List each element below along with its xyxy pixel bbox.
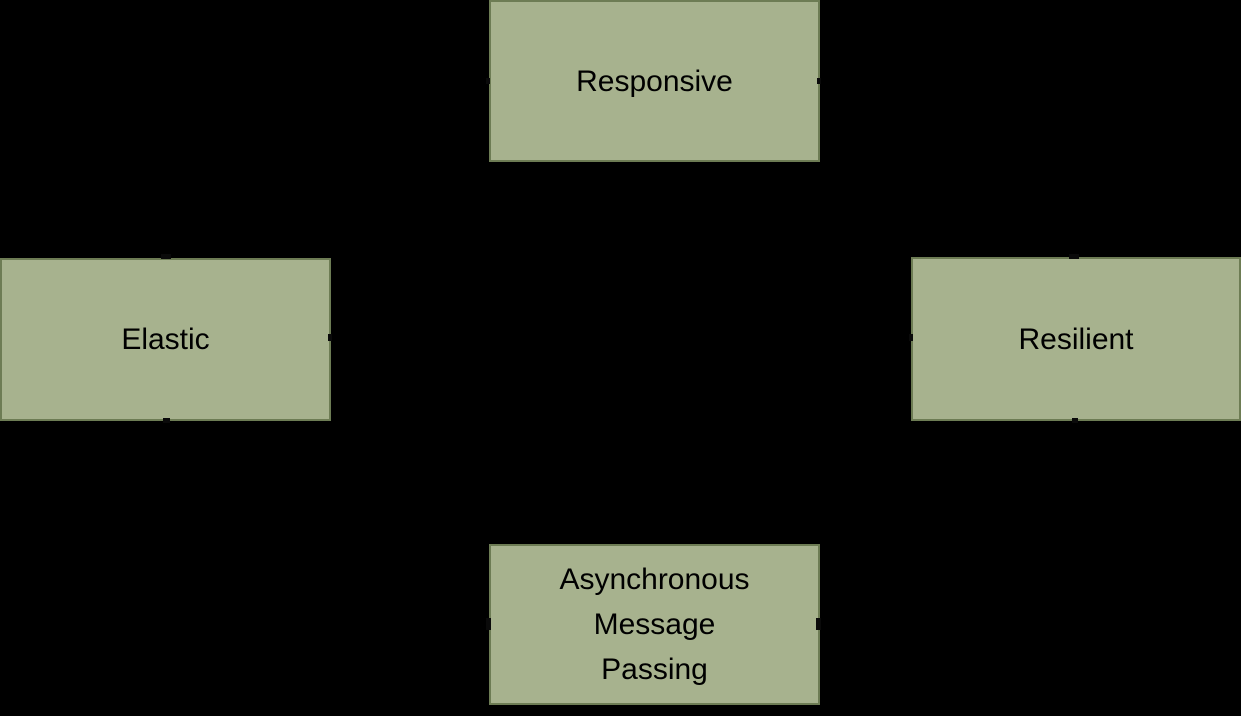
node-responsive: Responsive: [489, 0, 820, 162]
connector-tick-message-left: [486, 618, 491, 630]
node-asynchronous-message-passing-label: Asynchronous Message Passing: [559, 563, 750, 686]
connector-tick-responsive-right: [817, 78, 821, 84]
node-resilient: Resilient: [911, 257, 1241, 421]
connector-tick-resilient-bottom: [1072, 418, 1078, 423]
connector-tick-resilient-left: [909, 334, 913, 341]
connector-tick-message-right: [816, 618, 821, 630]
connector-tick-elastic-bottom: [163, 418, 170, 423]
connector-tick-resilient-top: [1069, 254, 1079, 259]
connector-tick-responsive-left: [486, 78, 490, 84]
node-elastic: Elastic: [0, 258, 331, 421]
node-resilient-label: Resilient: [1018, 322, 1134, 356]
node-responsive-label: Responsive: [576, 64, 733, 98]
node-asynchronous-message-passing: Asynchronous Message Passing: [489, 544, 820, 705]
node-elastic-label: Elastic: [121, 323, 210, 356]
connector-tick-elastic-top: [161, 254, 171, 259]
connector-tick-elastic-right: [328, 334, 332, 341]
